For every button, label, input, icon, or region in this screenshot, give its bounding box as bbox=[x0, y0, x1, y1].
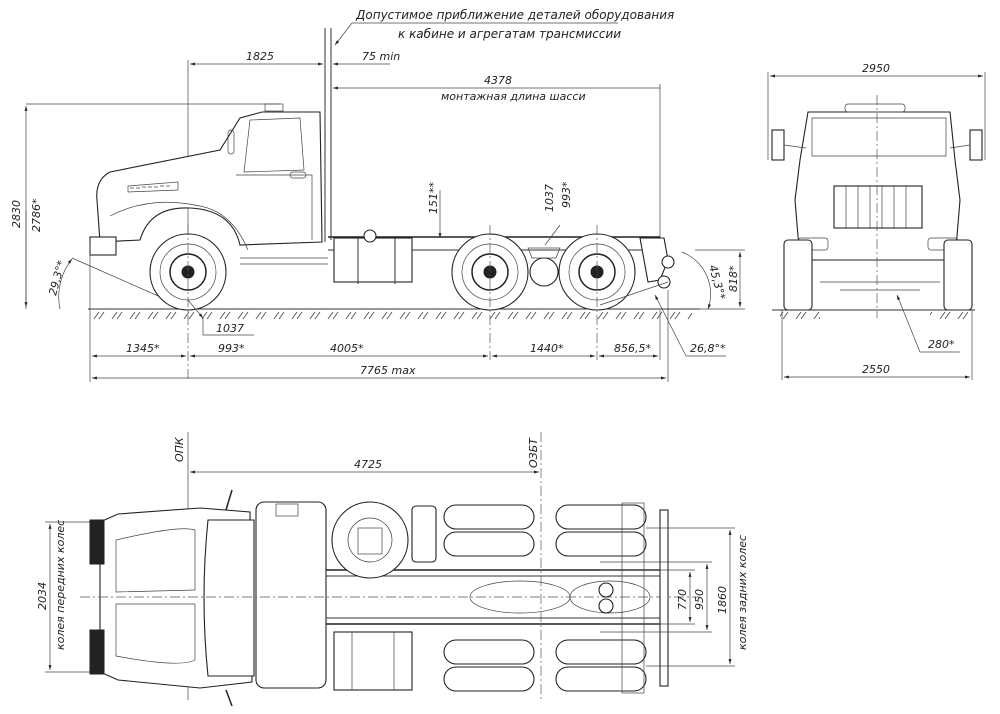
ramp-angle-value: 26,8°* bbox=[690, 342, 726, 355]
wheelbase-value: 4005* bbox=[330, 342, 364, 355]
cab-length-value: 1825 bbox=[246, 50, 274, 63]
height-loaded-value: 2786* bbox=[30, 198, 43, 232]
height-max-value: 2830 bbox=[10, 200, 23, 228]
truck-front bbox=[771, 103, 983, 311]
front-axle-label: ОПК bbox=[173, 436, 186, 462]
rear-radius-loaded: 993* bbox=[560, 181, 573, 208]
mount-length-label: монтажная длина шасси bbox=[441, 90, 586, 103]
axle-spacing-value: 1440* bbox=[530, 342, 564, 355]
rear-tires-top bbox=[443, 502, 669, 694]
top-view: ОПК ОЗБТ 4725 2034 колея передних колес bbox=[36, 432, 749, 707]
rear-overhang-value: 856,5* bbox=[614, 342, 651, 355]
front-track-label: колея передних колес bbox=[54, 520, 67, 650]
clearance-note: Допустимое приближение деталей оборудова… bbox=[334, 8, 674, 46]
ground-clearance-value: 280* bbox=[928, 338, 955, 351]
rear-track-value: 1860 bbox=[716, 586, 729, 614]
suspension-side bbox=[527, 247, 561, 287]
frame-inner-value: 770 bbox=[676, 589, 689, 610]
rear-frame-height-value: 818* bbox=[727, 265, 740, 292]
axle-to-bogie-value: 4725 bbox=[354, 458, 382, 471]
front-radius-free: 1037 bbox=[216, 322, 244, 335]
approach-angle-value: 29,3°* bbox=[46, 259, 68, 297]
clearance-note-line2: к кабине и агрегатам трансмиссии bbox=[398, 27, 621, 41]
frame-step-value: 151** bbox=[427, 182, 440, 214]
min-gap-value: 75 min bbox=[362, 50, 400, 63]
mount-length-value: 4378 bbox=[484, 74, 512, 87]
front-overhang-value: 1345* bbox=[126, 342, 160, 355]
front-view: 2950 2550 280* bbox=[767, 62, 986, 380]
rear-radius-free: 1037 bbox=[543, 184, 556, 212]
frame-outer-value: 950 bbox=[693, 589, 706, 610]
ground-hatch bbox=[92, 310, 692, 320]
side-view: Допустимое приближение деталей оборудова… bbox=[10, 8, 745, 382]
truck-cab-top bbox=[89, 489, 327, 707]
rear-track-label: колея задних колес bbox=[736, 535, 749, 650]
rear-coupling bbox=[599, 237, 675, 306]
truck-cab-side bbox=[89, 103, 328, 265]
clearance-note-line1: Допустимое приближение деталей оборудова… bbox=[355, 8, 674, 22]
track-width-value: 2550 bbox=[862, 363, 890, 376]
overall-width-value: 2950 bbox=[862, 62, 890, 75]
front-track-value: 2034 bbox=[36, 582, 49, 610]
overall-length-value: 7765 max bbox=[360, 364, 416, 377]
front-radius-loaded: 993* bbox=[218, 342, 245, 355]
rear-bogie-label: ОЗБТ bbox=[527, 437, 540, 468]
